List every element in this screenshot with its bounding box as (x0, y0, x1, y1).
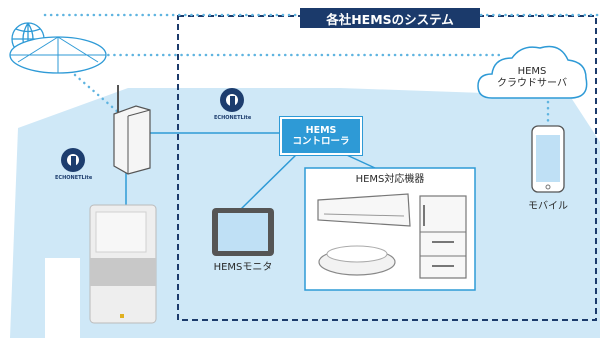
echonet-logo-icon (220, 88, 244, 112)
echonet-label-1: ECHONETLite (214, 115, 252, 121)
mobile-label: モバイル (528, 201, 568, 212)
devices-group-title: HEMS対応機器 (355, 174, 425, 185)
echonet-logo-icon (61, 148, 85, 172)
smartphone-icon (531, 125, 565, 193)
refrigerator-icon (419, 195, 467, 279)
internet-dotted-lines (43, 13, 602, 127)
cloud-label-line1: HEMS (517, 66, 547, 77)
monitor-label: HEMSモニタ (213, 262, 273, 273)
controller-line1: HEMS (305, 124, 337, 136)
cloud-label-line2: クラウドサーバ (497, 77, 567, 89)
cloud-label: HEMS クラウドサーバ (497, 66, 567, 89)
system-boundary (177, 15, 597, 321)
system-title: 各社HEMSのシステム (300, 8, 480, 28)
cloud-icon (477, 45, 588, 99)
house-door (45, 258, 80, 338)
tablet-icon (212, 208, 274, 256)
hems-controller: HEMS コントローラ (280, 117, 362, 155)
ceiling-light-icon (318, 245, 396, 276)
router-icon (113, 85, 151, 175)
echonet-label-2: ECHONETLite (55, 175, 93, 181)
air-conditioner-icon (317, 193, 411, 227)
power-meter-icon (89, 204, 157, 324)
network-lines (125, 132, 376, 211)
controller-line2: コントローラ (292, 136, 350, 147)
